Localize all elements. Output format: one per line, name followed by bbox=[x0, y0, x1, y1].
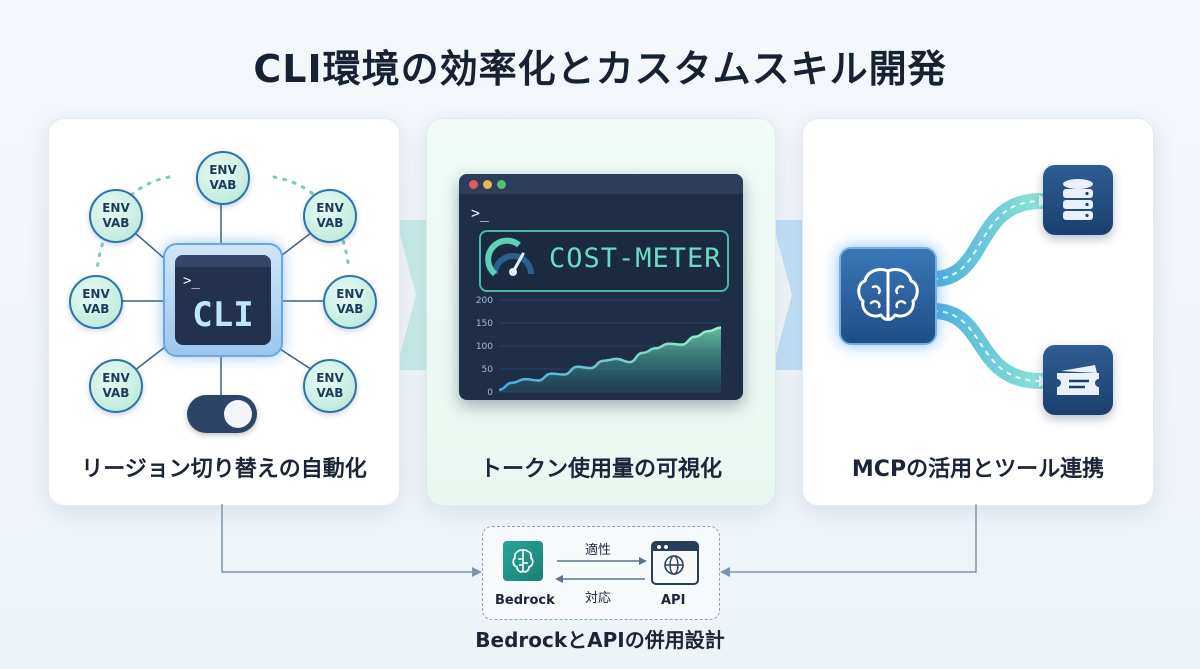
api-label: API bbox=[661, 593, 686, 608]
toggle-knob bbox=[224, 400, 252, 428]
panel-caption: リージョン切り替えの自動化 bbox=[81, 457, 367, 482]
arrow-label-top: 適性 bbox=[585, 543, 612, 558]
bedrock-api-box: Bedrock 適性 対応 API bbox=[482, 526, 720, 620]
y-tick-label: 100 bbox=[476, 342, 493, 352]
prompt-glyph: >_ bbox=[183, 273, 200, 289]
usage-chart: 0 50 100 150 200 bbox=[476, 296, 722, 398]
panel-mcp-tools: MCPの活用とツール連携 bbox=[802, 118, 1154, 506]
y-tick-label: 50 bbox=[482, 365, 494, 375]
y-tick-label: 200 bbox=[476, 296, 493, 306]
bottom-caption: BedrockとAPIの併用設計 bbox=[475, 628, 725, 652]
usage-line bbox=[498, 326, 722, 391]
cost-meter-label: COST-METER bbox=[549, 243, 722, 274]
bidirectional-arrows bbox=[555, 557, 647, 583]
bedrock-icon bbox=[503, 541, 543, 581]
cost-meter: COST-METER bbox=[479, 230, 729, 292]
y-tick-label: 0 bbox=[487, 388, 493, 398]
maximize-dot-icon bbox=[497, 180, 506, 189]
cli-label: CLI bbox=[192, 295, 254, 335]
minimize-dot-icon bbox=[483, 180, 492, 189]
page-title: CLI環境の効率化とカスタムスキル開発 bbox=[253, 47, 947, 91]
terminal-window: >_ COST-METER 0 50 100 150 200 bbox=[459, 174, 743, 400]
region-toggle[interactable] bbox=[187, 395, 257, 433]
arrow-label-bottom: 対応 bbox=[585, 591, 612, 606]
globe-icon bbox=[664, 555, 684, 575]
gauge-icon bbox=[485, 237, 534, 277]
ticket-icon bbox=[1043, 345, 1113, 415]
api-browser-icon bbox=[651, 541, 699, 585]
brain-icon bbox=[839, 247, 937, 345]
terminal-titlebar bbox=[459, 174, 743, 194]
panel-caption: MCPの活用とツール連携 bbox=[851, 457, 1105, 482]
bedrock-label: Bedrock bbox=[495, 593, 555, 608]
panel-token-usage: >_ COST-METER 0 50 100 150 200 トークン使用量の可視化 bbox=[426, 118, 776, 506]
y-tick-label: 150 bbox=[476, 319, 493, 329]
panel-caption: トークン使用量の可視化 bbox=[479, 457, 722, 482]
prompt-glyph: >_ bbox=[471, 204, 490, 222]
cli-terminal-icon: >_ CLI bbox=[163, 243, 283, 357]
close-dot-icon bbox=[469, 180, 478, 189]
database-icon bbox=[1043, 165, 1113, 235]
